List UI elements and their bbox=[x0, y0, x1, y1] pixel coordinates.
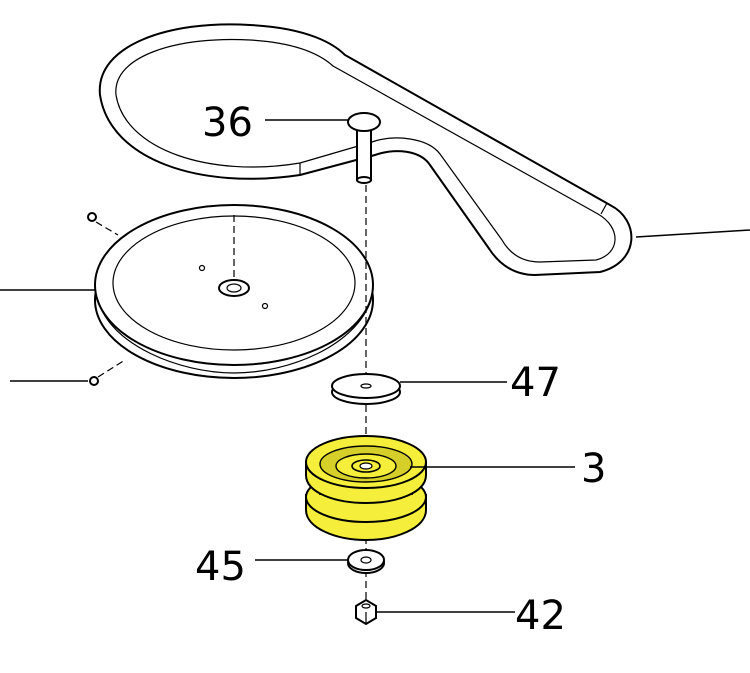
washer-top bbox=[331, 373, 401, 405]
bolt-top-left bbox=[87, 212, 119, 236]
callout-47: 47 bbox=[510, 360, 561, 406]
callout-36: 36 bbox=[202, 100, 253, 146]
nut bbox=[355, 598, 377, 626]
callout-3: 3 bbox=[581, 446, 606, 492]
pin bbox=[347, 112, 381, 184]
idler-pulley bbox=[305, 435, 427, 542]
callout-42: 42 bbox=[515, 593, 566, 639]
drive-pulley bbox=[94, 204, 374, 379]
washer-bottom bbox=[347, 549, 385, 574]
leader-belt bbox=[635, 229, 750, 238]
callout-45: 45 bbox=[195, 544, 246, 590]
bolt-bottom-left bbox=[89, 359, 126, 386]
